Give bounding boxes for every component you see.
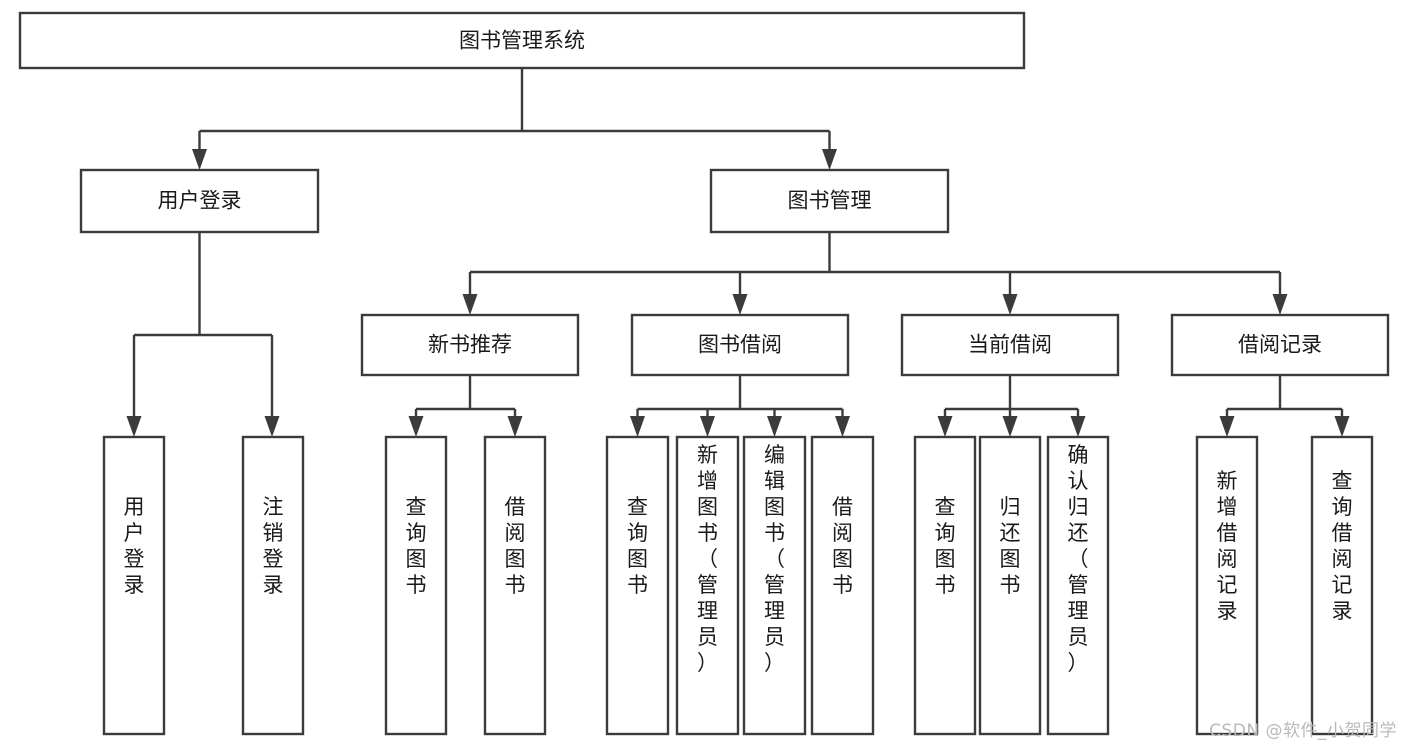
node-new-book-rec[interactable]: 新书推荐 [360,313,580,377]
node-leaf-add-record[interactable]: 新增借阅记录 [1195,435,1259,736]
node-leaf-query-book-3-label: 查询图书 [935,495,956,597]
arrow-to-leaf-borrow-book-2 [835,416,850,437]
node-leaf-query-record-label: 查询借阅记录 [1332,469,1353,623]
node-book-mgmt[interactable]: 图书管理 [709,168,950,234]
arrow-to-leaf-query-book-3 [937,416,953,437]
node-leaf-borrow-book-1-label: 借阅图书 [505,495,526,597]
node-leaf-user-login[interactable]: 用户登录 [102,435,166,736]
arrow-to-leaf-user-login [126,416,142,437]
arrow-to-borrow-record [1272,294,1288,315]
arrow-to-leaf-query-book-1 [408,416,424,437]
node-leaf-confirm-return[interactable]: 确认归还（管理员） [1046,435,1110,736]
edge-root-bus [198,68,831,157]
node-leaf-edit-book-label: 编辑图书（管理员） [764,443,785,675]
node-leaf-borrow-book-2[interactable]: 借阅图书 [810,435,875,736]
node-current-borrow-label: 当前借阅 [968,333,1052,357]
edge-newbook-bus [414,375,517,424]
node-leaf-confirm-return-label: 确认归还（管理员） [1068,443,1089,675]
node-book-mgmt-label: 图书管理 [788,189,872,213]
node-leaf-query-book-2[interactable]: 查询图书 [605,435,670,736]
node-leaf-query-book-3[interactable]: 查询图书 [913,435,977,736]
node-leaf-query-record[interactable]: 查询借阅记录 [1310,435,1374,736]
node-leaf-add-book[interactable]: 新增图书（管理员） [675,435,740,736]
edge-userlogin-bus [132,232,274,424]
node-leaf-logout[interactable]: 注销登录 [241,435,305,736]
arrow-to-leaf-query-record [1334,416,1350,437]
node-book-borrow[interactable]: 图书借阅 [630,313,850,377]
arrow-to-book-borrow [732,294,748,315]
node-new-book-rec-label: 新书推荐 [428,333,512,357]
node-user-login[interactable]: 用户登录 [79,168,320,234]
node-current-borrow[interactable]: 当前借阅 [900,313,1120,377]
node-leaf-user-login-label: 用户登录 [124,495,145,597]
arrow-to-user-login [192,149,207,170]
node-user-login-label: 用户登录 [158,189,242,213]
node-leaf-borrow-book-2-label: 借阅图书 [832,495,853,597]
arrow-to-leaf-edit-book [767,416,782,437]
arrow-to-new-book-rec [462,294,478,315]
node-leaf-add-book-label: 新增图书（管理员） [697,443,718,675]
node-leaf-query-book-2-label: 查询图书 [627,495,648,597]
arrow-to-book-mgmt [822,149,837,170]
node-leaf-query-book-1[interactable]: 查询图书 [384,435,448,736]
edge-bookborrow-bus [636,375,844,424]
node-root-label: 图书管理系统 [459,29,585,53]
node-leaf-borrow-book-1[interactable]: 借阅图书 [483,435,547,736]
node-leaf-return-book-label: 归还图书 [1000,495,1021,597]
arrow-to-leaf-query-book-2 [630,416,645,437]
arrow-to-leaf-logout [264,416,280,437]
node-borrow-record-label: 借阅记录 [1238,333,1322,357]
node-root[interactable]: 图书管理系统 [18,11,1026,70]
arrow-to-current-borrow [1002,294,1018,315]
arrow-to-leaf-add-book [700,416,715,437]
arrow-to-leaf-add-record [1219,416,1235,437]
edge-borrowrecord-bus [1225,375,1344,424]
node-borrow-record[interactable]: 借阅记录 [1170,313,1390,377]
edge-bookmgmt-bus [468,232,1282,302]
connector-layer [126,68,1350,437]
arrow-to-leaf-return-book [1002,416,1018,437]
node-leaf-edit-book[interactable]: 编辑图书（管理员） [742,435,807,736]
node-leaf-return-book[interactable]: 归还图书 [978,435,1042,736]
node-leaf-add-record-label: 新增借阅记录 [1217,469,1238,623]
arrow-to-leaf-borrow-book-1 [507,416,523,437]
arrow-to-leaf-confirm-return [1070,416,1086,437]
node-book-borrow-label: 图书借阅 [698,333,782,357]
node-leaf-logout-label: 注销登录 [263,495,284,597]
node-leaf-query-book-1-label: 查询图书 [406,495,427,597]
